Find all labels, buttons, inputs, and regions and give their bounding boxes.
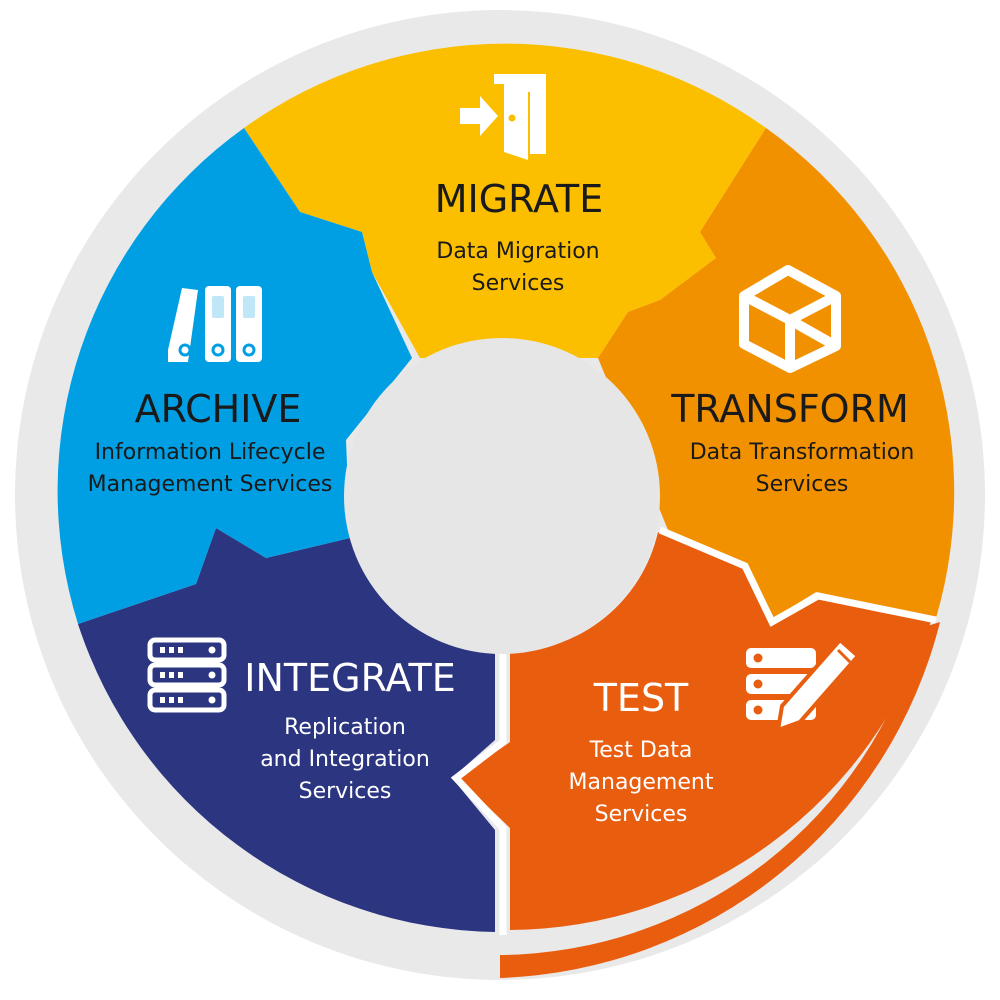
transform-subtitle-line2: Services (756, 472, 849, 497)
segment-test[interactable] (458, 532, 932, 930)
door-enter-icon (460, 74, 546, 160)
segment-transform[interactable] (598, 128, 955, 618)
integrate-subtitle-line1: Replication (284, 715, 406, 740)
integrate-subtitle-line2: and Integration (260, 747, 430, 772)
archive-subtitle-line2: Management Services (88, 472, 333, 497)
test-separator-left (450, 650, 507, 935)
segment-integrate[interactable] (78, 528, 495, 932)
transform-title: TRANSFORM (670, 387, 909, 431)
binders-icon (168, 286, 262, 362)
cube-icon (739, 265, 841, 373)
segment-test-outer-band (500, 622, 940, 978)
test-subtitle-line2: Management (569, 770, 714, 795)
archive-title: ARCHIVE (135, 387, 302, 431)
test-separator-top (658, 526, 937, 627)
test-title: TEST (593, 676, 689, 720)
server-stack-icon (147, 637, 227, 713)
migrate-subtitle-line1: Data Migration (436, 239, 599, 264)
center-hub (344, 338, 660, 654)
test-subtitle-line3: Services (595, 802, 688, 827)
pencil-list-icon (746, 637, 861, 734)
migrate-subtitle-line2: Services (472, 271, 565, 296)
segment-archive[interactable] (57, 128, 412, 624)
test-subtitle-line1: Test Data (589, 738, 693, 763)
archive-subtitle-line1: Information Lifecycle (95, 440, 326, 465)
transform-subtitle-line1: Data Transformation (690, 440, 915, 465)
migrate-title: MIGRATE (435, 177, 604, 221)
segment-migrate[interactable] (244, 43, 766, 358)
integrate-subtitle-line3: Services (299, 779, 392, 804)
integrate-title: INTEGRATE (244, 656, 455, 700)
